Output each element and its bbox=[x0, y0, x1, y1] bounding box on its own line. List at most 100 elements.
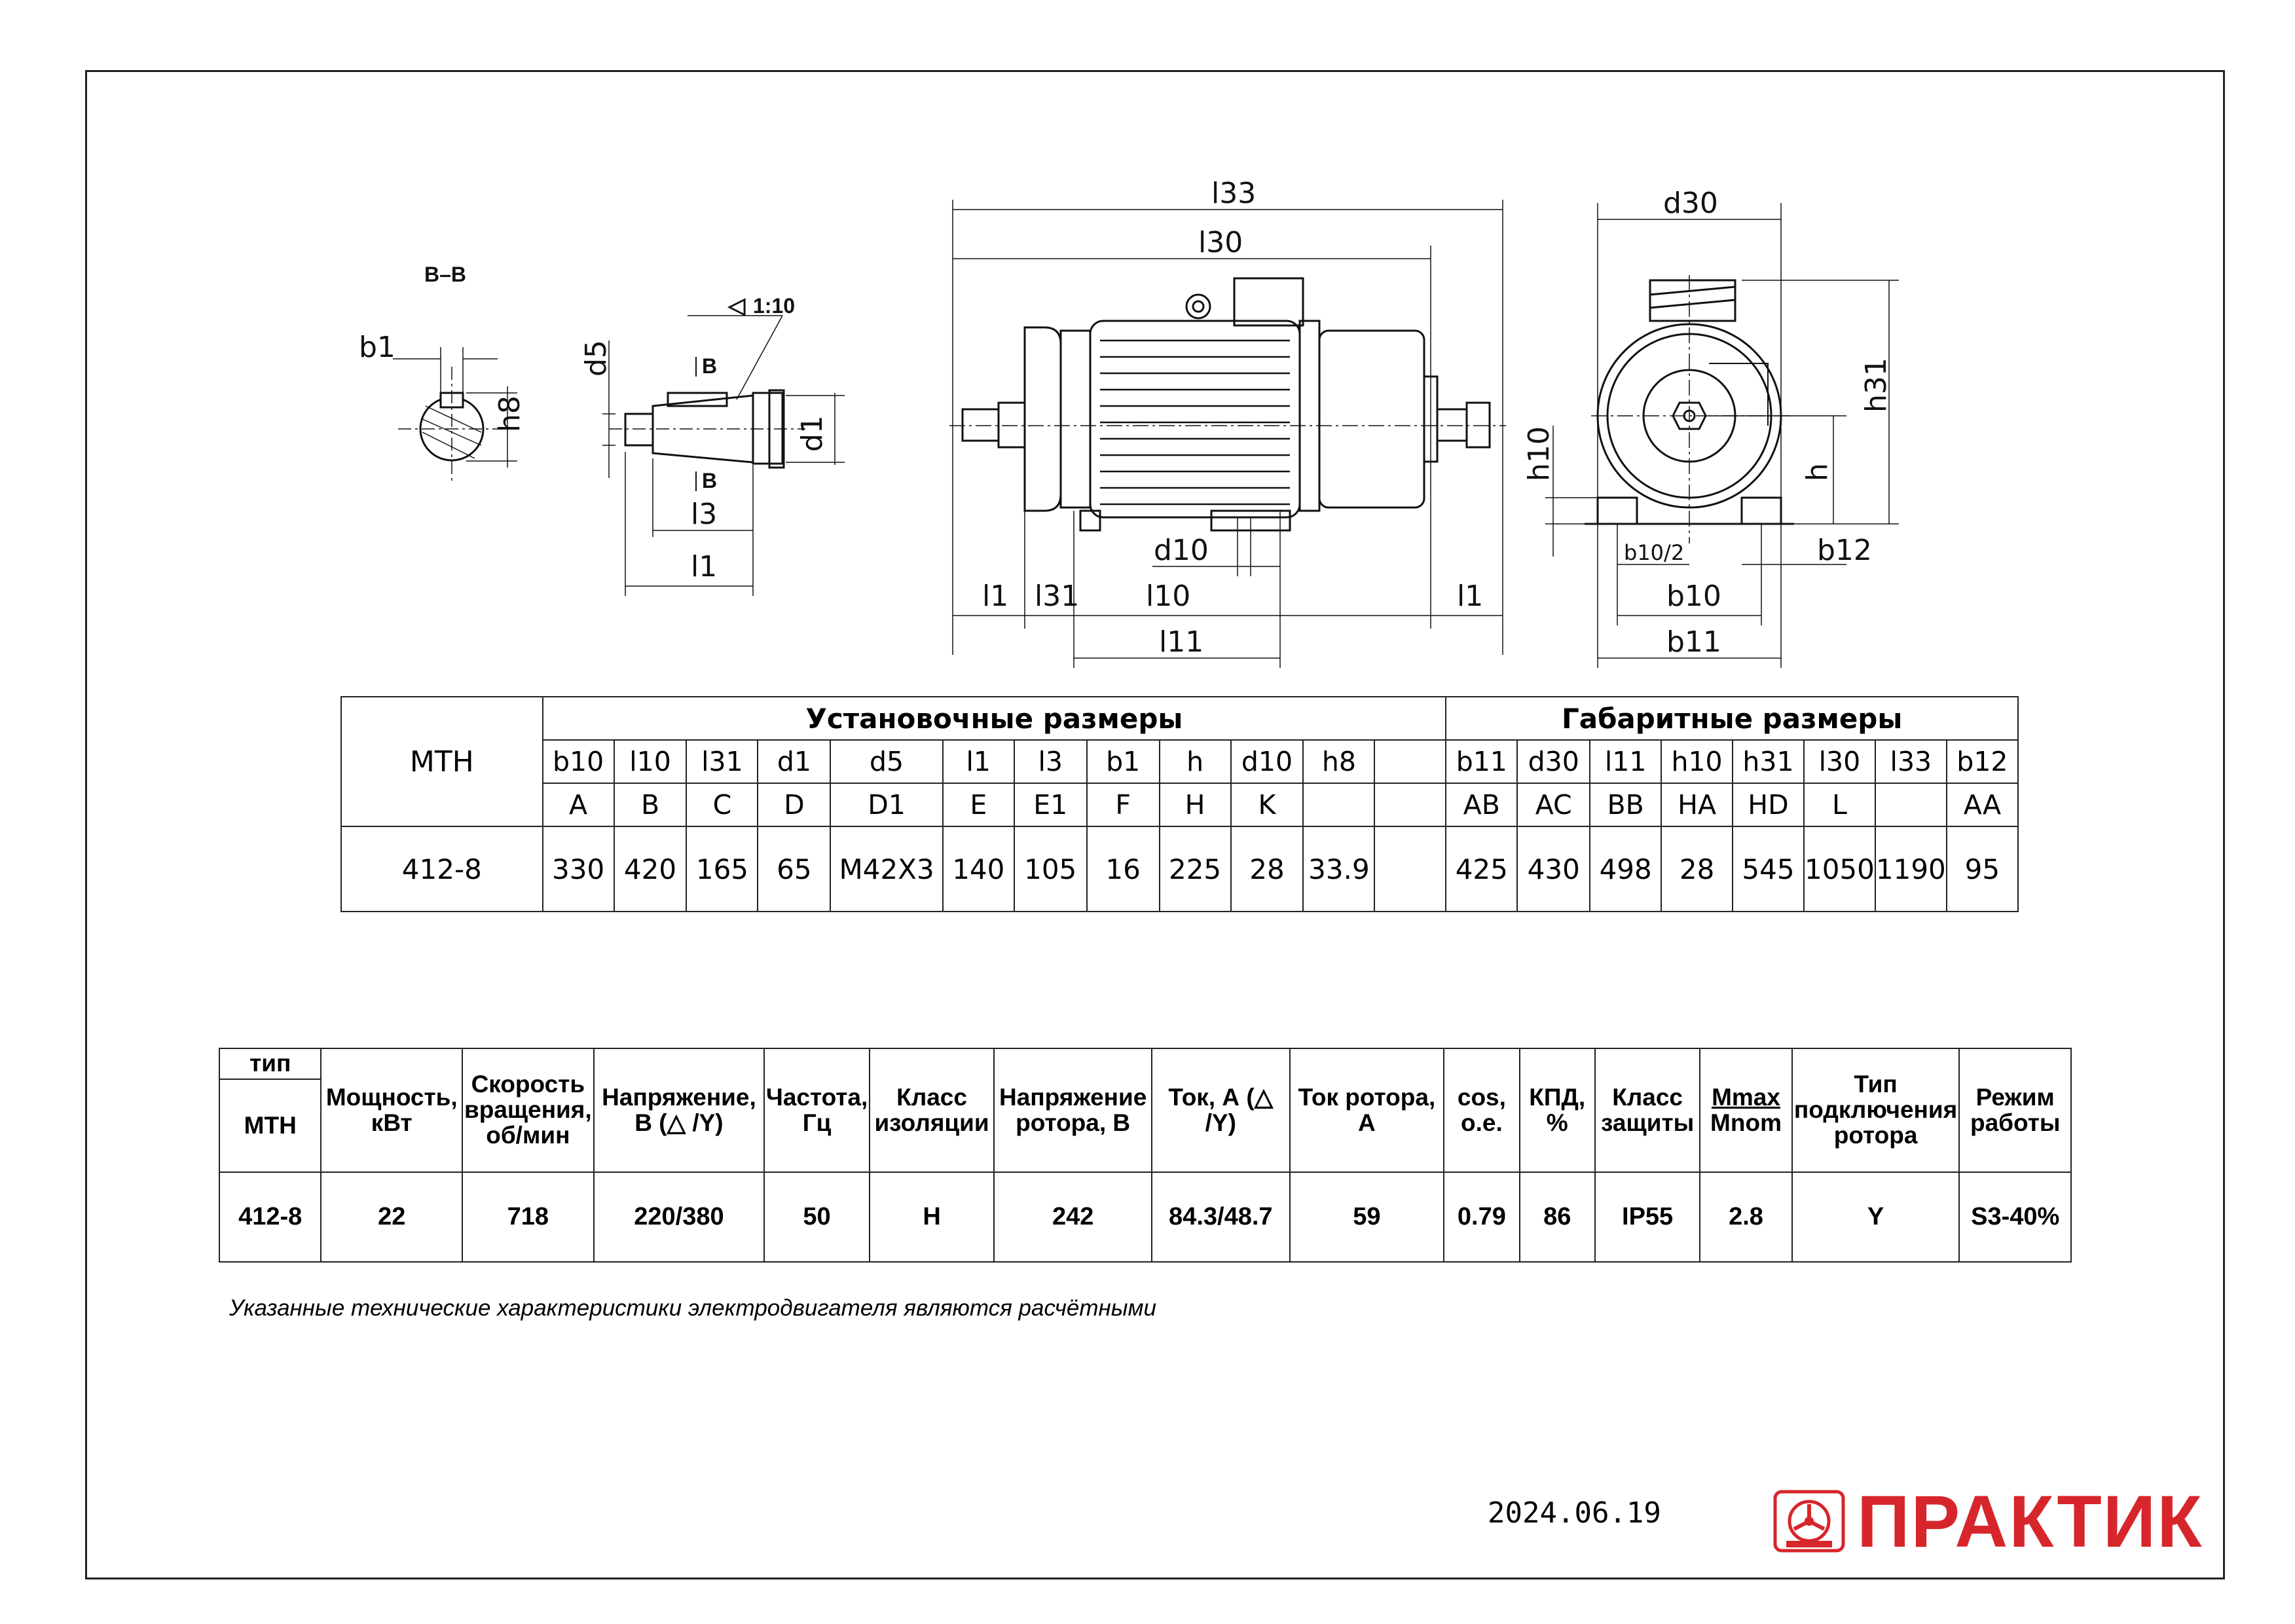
dim-h8: h8 bbox=[493, 396, 526, 432]
dim-col-l31-value: 165 bbox=[686, 826, 759, 912]
spec-value-rotor-connection: Y bbox=[1791, 1172, 1960, 1263]
svg-text:◁: ◁ bbox=[727, 293, 746, 318]
dim-col-h8-alt bbox=[1302, 783, 1376, 827]
dim-d10-side: d10 bbox=[1154, 534, 1209, 567]
dim-col-h-name: h bbox=[1158, 739, 1232, 784]
dim-col-b10-alt: A bbox=[542, 783, 615, 827]
dim-l30: l30 bbox=[1198, 226, 1243, 259]
spec-value-row: 412-8 22 718 220/380 50 H 242 84.3/48.7 … bbox=[218, 1172, 2072, 1263]
dim-col-b12-value: 95 bbox=[1945, 826, 2019, 912]
spec-header-insulation: Класс изоляции bbox=[868, 1048, 995, 1173]
spec-header-speed: Скорость вращения, об/мин bbox=[462, 1048, 595, 1173]
dim-col-b1-alt: F bbox=[1086, 783, 1160, 827]
spec-header-duty: Режим работы bbox=[1958, 1048, 2072, 1173]
dim-col-h10-name: h10 bbox=[1661, 739, 1734, 784]
dim-col-b11-value: 425 bbox=[1445, 826, 1518, 912]
dim-col-b1-name: b1 bbox=[1086, 739, 1160, 784]
dim-col-h10-value: 28 bbox=[1661, 826, 1734, 912]
dim-col-l1-alt: E bbox=[942, 783, 1015, 827]
dim-type-header: МТН bbox=[340, 696, 543, 827]
spec-header-torque-ratio: Mmax Mnom bbox=[1699, 1048, 1793, 1173]
dim-col-h31-alt: HD bbox=[1732, 783, 1805, 827]
dim-col-l31-name: l31 bbox=[686, 739, 759, 784]
motor-side-view: l33 l30 l1 l31 l10 l1 l11 d10 bbox=[949, 177, 1506, 668]
spec-value-power: 22 bbox=[320, 1172, 464, 1263]
section-label: B–B bbox=[424, 263, 466, 286]
document-date: 2024.06.19 bbox=[1488, 1496, 1661, 1530]
dim-col-d5-name: d5 bbox=[830, 739, 944, 784]
spec-header-power: Мощность, кВт bbox=[320, 1048, 464, 1173]
dim-col-l11-value: 498 bbox=[1589, 826, 1662, 912]
dim-col-b11-alt: AB bbox=[1445, 783, 1518, 827]
dim-col-h31-value: 545 bbox=[1732, 826, 1805, 912]
dim-col-l11-name: l11 bbox=[1589, 739, 1662, 784]
spec-value-torque-ratio: 2.8 bbox=[1699, 1172, 1793, 1263]
cut-mark-bottom: B bbox=[702, 469, 717, 492]
dim-col-l10-value: 420 bbox=[613, 826, 688, 912]
dim-b1-section: b1 bbox=[359, 331, 395, 364]
dim-col-h-alt: H bbox=[1158, 783, 1232, 827]
dim-col-blank-11-value bbox=[1374, 826, 1447, 912]
dim-l10: l10 bbox=[1146, 580, 1190, 613]
dim-d30: d30 bbox=[1663, 187, 1718, 220]
mnom-label: Mnom bbox=[1710, 1109, 1782, 1136]
dim-type-value: 412-8 bbox=[340, 826, 543, 912]
mmax-label: Mmax bbox=[1712, 1083, 1780, 1111]
dim-col-d10-value: 28 bbox=[1230, 826, 1304, 912]
dim-b10-half: b10/2 bbox=[1624, 540, 1684, 565]
dim-h: h bbox=[1801, 463, 1834, 481]
spec-value-speed: 718 bbox=[462, 1172, 595, 1263]
brand-name: ПРАКТИК bbox=[1857, 1480, 2203, 1562]
dim-l1: l1 bbox=[691, 550, 717, 583]
dim-col-l3-name: l3 bbox=[1013, 739, 1088, 784]
spec-header-cos: cos, о.е. bbox=[1443, 1048, 1520, 1173]
spec-header-efficiency: КПД, % bbox=[1518, 1048, 1596, 1173]
shaft-end-view: ◁ 1:10 B B d5 d1 l3 l1 bbox=[579, 293, 845, 596]
dimensions-table: МТН Установочные размеры Габаритные разм… bbox=[340, 696, 2019, 912]
dim-l11: l11 bbox=[1159, 625, 1203, 659]
dim-col-h8-name: h8 bbox=[1302, 739, 1376, 784]
dim-col-b1-value: 16 bbox=[1086, 826, 1160, 912]
dim-l1-left: l1 bbox=[982, 580, 1008, 613]
spec-header-voltage: Напряжение, В (△ /Y) bbox=[593, 1048, 765, 1173]
shaft-section-view: B–B b1 h8 bbox=[359, 263, 526, 485]
brand-logo: ПРАКТИК bbox=[1773, 1481, 2203, 1562]
dim-l31: l31 bbox=[1035, 580, 1079, 613]
spec-value-insulation: H bbox=[868, 1172, 995, 1263]
dim-col-d5-alt: D1 bbox=[830, 783, 944, 827]
calculation-note: Указанные технические характеристики эле… bbox=[229, 1295, 1156, 1321]
dim-col-l3-value: 105 bbox=[1013, 826, 1088, 912]
dim-col-l3-alt: E1 bbox=[1013, 783, 1088, 827]
spec-header-rotor-voltage: Напряжение ротора, В bbox=[993, 1048, 1152, 1173]
spec-value-efficiency: 86 bbox=[1518, 1172, 1596, 1263]
spec-value-frequency: 50 bbox=[763, 1172, 870, 1263]
dim-b10: b10 bbox=[1666, 580, 1721, 613]
motor-front-view: d30 h31 h h10 b10/2 b12 b10 b11 bbox=[1522, 187, 1899, 668]
dim-col-b12-name: b12 bbox=[1945, 739, 2019, 784]
dim-col-h10-alt: HA bbox=[1661, 783, 1734, 827]
spec-value-current: 84.3/48.7 bbox=[1151, 1172, 1291, 1263]
taper-label: 1:10 bbox=[753, 294, 795, 318]
spec-table: тип Мощность, кВт Скорость вращения, об/… bbox=[218, 1048, 2072, 1263]
dim-col-l1-value: 140 bbox=[942, 826, 1015, 912]
dim-col-l10-name: l10 bbox=[613, 739, 688, 784]
spec-header-frequency: Частота, Гц bbox=[763, 1048, 870, 1173]
dim-b12: b12 bbox=[1817, 534, 1872, 567]
dim-b11: b11 bbox=[1666, 625, 1721, 659]
overall-dimensions-header: Габаритные размеры bbox=[1445, 696, 2019, 741]
dim-col-l1-name: l1 bbox=[942, 739, 1015, 784]
mounting-dimensions-header: Установочные размеры bbox=[542, 696, 1447, 741]
spec-value-rotor-voltage: 242 bbox=[993, 1172, 1152, 1263]
dim-col-blank-11-name bbox=[1374, 739, 1447, 784]
dim-col-l33-value: 1190 bbox=[1874, 826, 1947, 912]
dim-col-b12-alt: AA bbox=[1945, 783, 2019, 827]
dim-h31: h31 bbox=[1860, 358, 1893, 413]
dim-l3: l3 bbox=[691, 498, 717, 531]
spec-value-type: 412-8 bbox=[218, 1172, 322, 1263]
dim-d5: d5 bbox=[579, 340, 613, 377]
dim-col-l33-alt bbox=[1874, 783, 1947, 827]
dim-col-d30-alt: AC bbox=[1516, 783, 1591, 827]
